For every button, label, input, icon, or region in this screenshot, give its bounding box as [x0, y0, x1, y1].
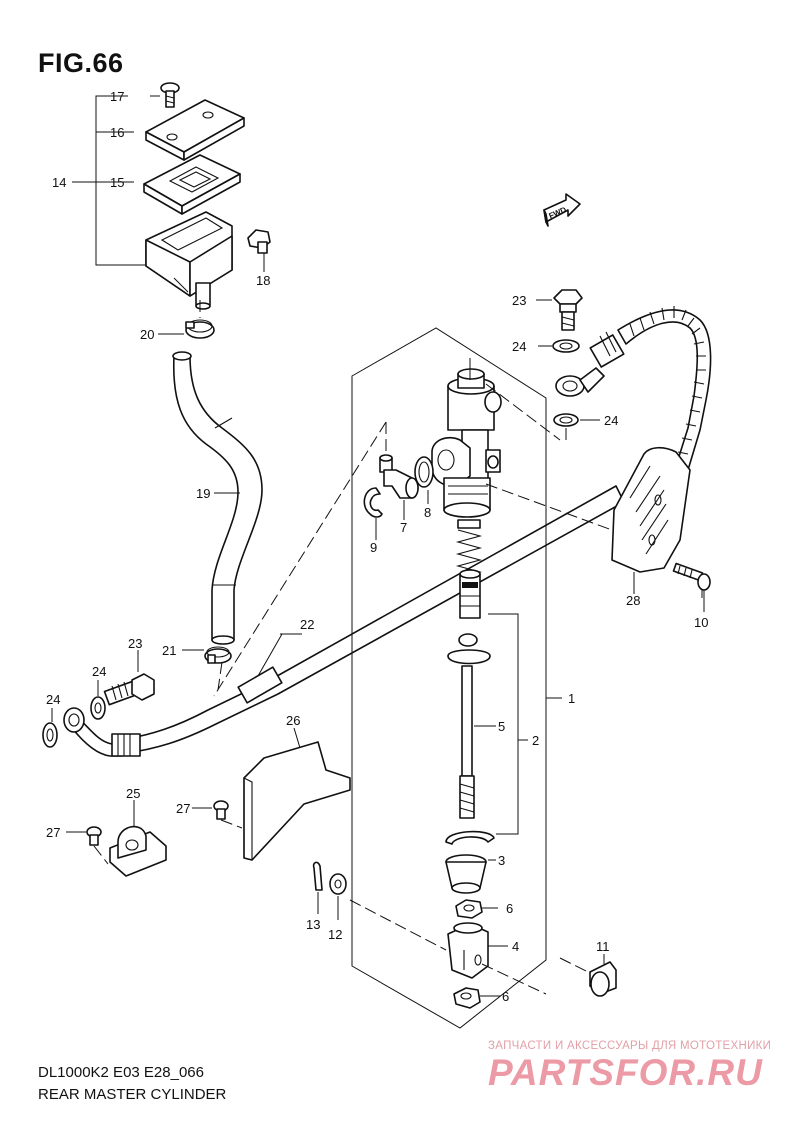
- part-15-diaphragm: [143, 154, 241, 215]
- part-27-screw-b: [66, 826, 109, 865]
- fwd-direction-arrow: FWD: [543, 193, 581, 227]
- reference-dashed-lines: [199, 300, 703, 995]
- callout-22: 22: [300, 617, 314, 632]
- part-21-hose-clamp: [182, 646, 232, 664]
- figure-title: FIG.66: [38, 48, 124, 78]
- part-16-reservoir-cap: [145, 99, 245, 161]
- lower-circlip: [445, 830, 495, 845]
- callout-26: 26: [286, 713, 300, 728]
- part-26-guard: [243, 727, 351, 861]
- model-code: DL1000K2 E03 E28_066: [38, 1064, 204, 1081]
- part-25-hose-mount: [109, 800, 167, 877]
- callout-24-left-a: 24: [46, 692, 60, 707]
- callout-9: 9: [370, 540, 377, 555]
- callout-15: 15: [110, 175, 124, 190]
- part-14-reservoir: [145, 211, 233, 310]
- part-24-washer-upper-a: [538, 339, 580, 353]
- part-6-nut-lower: [453, 987, 500, 1009]
- callout-25: 25: [126, 786, 140, 801]
- callout-11: 11: [596, 939, 610, 954]
- callout-21: 21: [162, 643, 176, 658]
- watermark-caption: ЗАПЧАСТИ И АКСЕССУАРЫ ДЛЯ МОТОТЕХНИКИ: [488, 1040, 772, 1052]
- part-7-hose-connector: [379, 454, 419, 520]
- callout-12: 12: [328, 927, 342, 942]
- part-2-bracket-lead: [488, 613, 528, 835]
- part-24-washer-left-b: [90, 680, 106, 720]
- part-10-screw: [672, 562, 711, 612]
- callout-2: 2: [532, 733, 539, 748]
- master-cylinder-body: [431, 358, 502, 518]
- part-27-screw-a: [192, 800, 243, 829]
- callout-24-upper-a: 24: [512, 339, 526, 354]
- callout-23-left: 23: [128, 636, 142, 651]
- part-23-banjo-bolt-upper: [536, 289, 583, 331]
- upper-brake-hose: [555, 306, 712, 471]
- callout-1: 1: [568, 691, 575, 706]
- part-24-washer-upper-b: [553, 413, 600, 427]
- part-12-washer: [329, 873, 347, 920]
- callout-labels: 17 16 15 14 18 20 19 21 22 23 24 24 26 2…: [46, 89, 708, 1004]
- callout-18: 18: [256, 273, 270, 288]
- part-11-clevis-pin: [559, 954, 617, 997]
- part-23-banjo-bolt-left: [103, 650, 155, 706]
- part-17-screw: [160, 82, 180, 108]
- callout-10: 10: [694, 615, 708, 630]
- part-20-hose-clamp: [158, 319, 215, 339]
- part-18-bolt: [247, 229, 271, 272]
- master-cylinder-piston: [459, 569, 481, 619]
- callout-23-upper: 23: [512, 293, 526, 308]
- part-28-hose-guard: [611, 446, 691, 594]
- assembly-1-outline: [351, 327, 562, 1029]
- part-3-boot: [445, 854, 496, 894]
- callout-24-left-b: 24: [92, 664, 106, 679]
- callout-19: 19: [196, 486, 210, 501]
- callout-3: 3: [498, 853, 505, 868]
- callout-20: 20: [140, 327, 154, 342]
- callout-24-upper-b: 24: [604, 413, 618, 428]
- callout-6-lower: 6: [502, 989, 509, 1004]
- part-9-circlip: [363, 487, 383, 540]
- part-6-nut-upper: [455, 899, 498, 919]
- callout-4: 4: [512, 939, 519, 954]
- callout-8: 8: [424, 505, 431, 520]
- part-4-clevis: [447, 922, 508, 979]
- part-22-brake-hose: [63, 485, 625, 757]
- assembly-name: REAR MASTER CYLINDER: [38, 1086, 227, 1103]
- part-13-cotter-pin: [312, 861, 323, 914]
- callout-13: 13: [306, 917, 320, 932]
- callout-7: 7: [400, 520, 407, 535]
- callout-16: 16: [110, 125, 124, 140]
- callout-27-b: 27: [46, 825, 60, 840]
- callout-14: 14: [52, 175, 66, 190]
- callout-27-a: 27: [176, 801, 190, 816]
- callout-17: 17: [110, 89, 124, 104]
- reservoir-bracket-lines: [72, 95, 160, 266]
- callout-6-upper: 6: [506, 901, 513, 916]
- callout-5: 5: [498, 719, 505, 734]
- part-8-o-ring: [414, 456, 434, 504]
- part-24-washer-left-a: [42, 708, 58, 748]
- callout-28: 28: [626, 593, 640, 608]
- watermark-logo: PARTSFOR.RU: [488, 1052, 763, 1093]
- part-5-push-rod: [447, 633, 496, 819]
- part-19-reservoir-hose: [172, 351, 263, 645]
